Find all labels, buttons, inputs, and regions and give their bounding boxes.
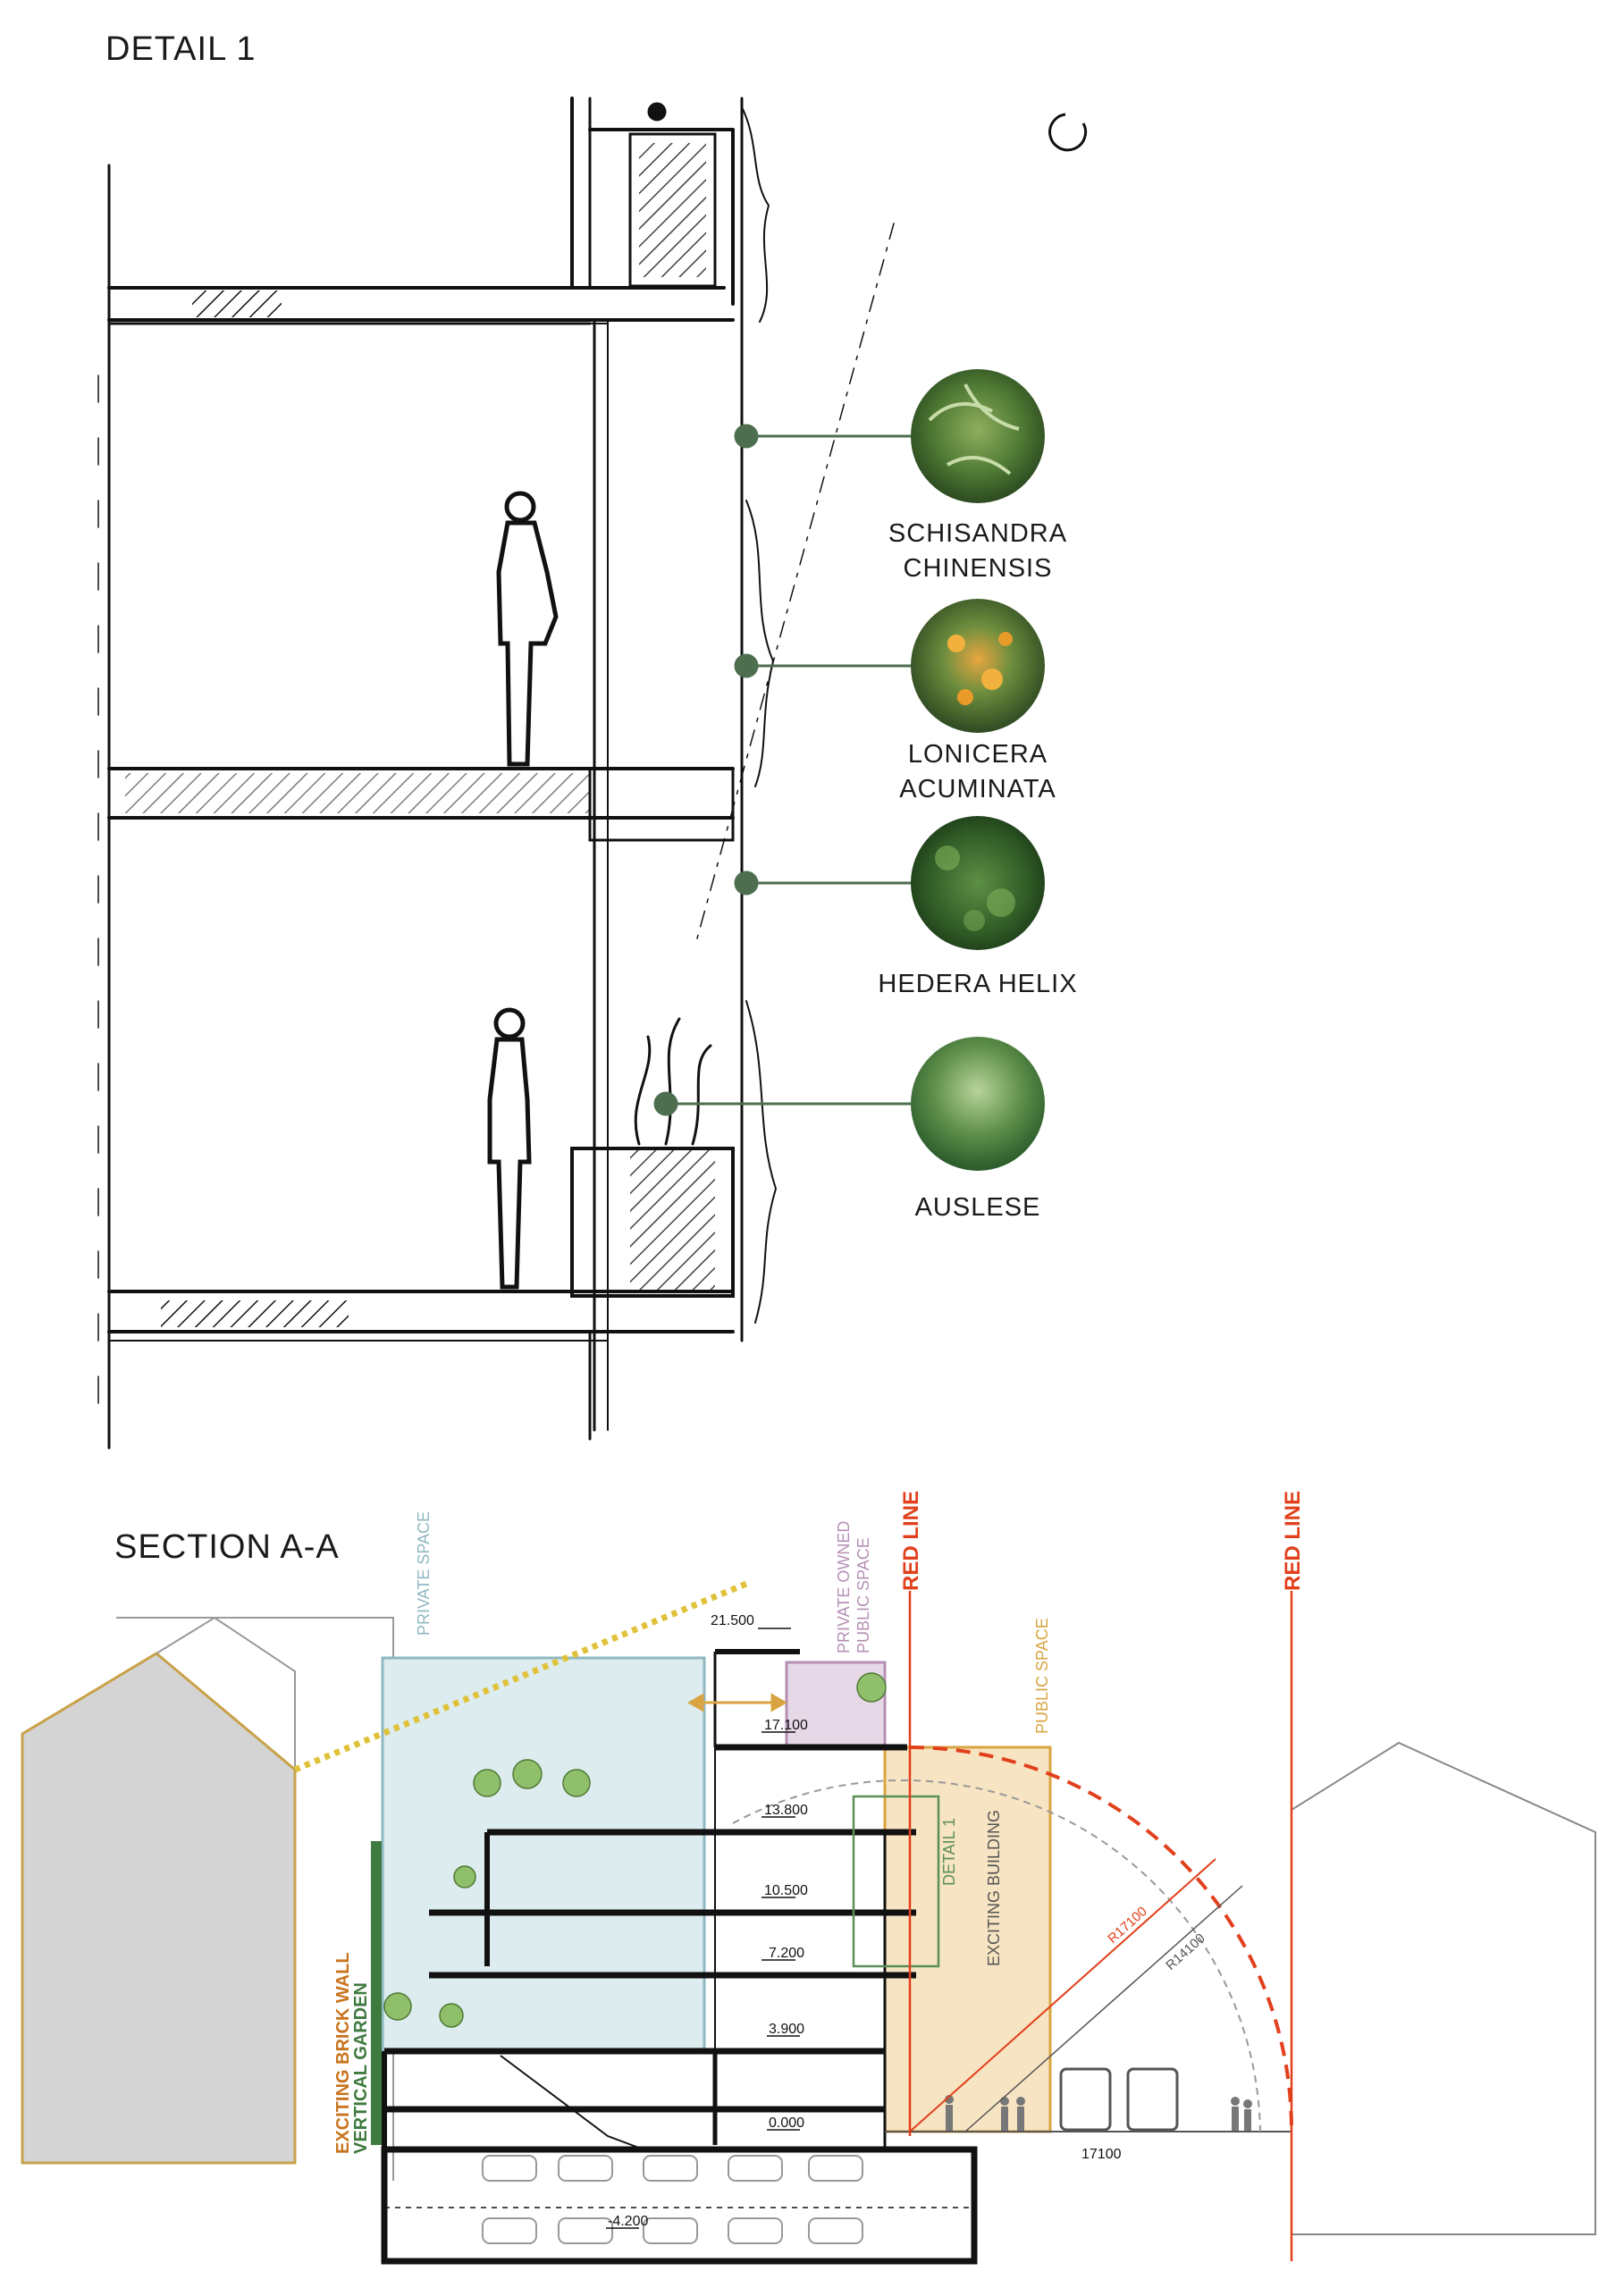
- zone-label-popos-line2: PUBLIC SPACE: [854, 1537, 872, 1653]
- street-buses: [1059, 2067, 1179, 2132]
- detail-1-frame: [852, 1795, 940, 1968]
- zone-label-popos-line1: PRIVATE OWNED: [835, 1521, 853, 1653]
- person-figure-lower: [487, 1007, 532, 1290]
- public-space-zone: [883, 1745, 1052, 2133]
- basement-cars: [482, 2155, 863, 2244]
- detail-title: DETAIL 1: [105, 30, 257, 68]
- radius-arc-inner: [732, 1779, 1261, 2132]
- radius-line-outer: [909, 1858, 1216, 2132]
- plant-name-line1: AUSLESE: [914, 1193, 1041, 1222]
- street-people: [945, 2095, 1252, 2132]
- building-structure: [381, 1649, 978, 2265]
- private-space-zone: [381, 1656, 706, 2053]
- plant-label-schisandra: SCHISANDRA CHINENSIS: [862, 517, 1094, 586]
- rotation-marker-icon: [1048, 113, 1088, 152]
- sun-angle-line: [293, 1578, 753, 1773]
- detail-section-drawing: [97, 97, 895, 1450]
- zone-label-private: PRIVATE SPACE: [415, 1511, 433, 1636]
- red-line-label-right: RED LINE: [1281, 1491, 1305, 1591]
- section-title: SECTION A-A: [114, 1528, 340, 1566]
- radius-line-inner: [964, 1885, 1243, 2132]
- plant-image-auslese: [911, 1037, 1045, 1171]
- plant-callouts: [653, 424, 912, 1116]
- plant-image-hedera: [911, 816, 1045, 950]
- person-figure-upper: [496, 491, 559, 767]
- plant-label-lonicera: LONICERA ACUMINATA: [862, 737, 1094, 807]
- vertical-garden-wall: [371, 1841, 382, 2145]
- wall-label-brick: EXCITING BRICK WALL: [333, 1952, 353, 2154]
- red-line-label-left: RED LINE: [899, 1491, 923, 1591]
- plant-image-schisandra: [911, 369, 1045, 503]
- plant-name-line2: CHINENSIS: [903, 554, 1053, 583]
- plant-name-line1: HEDERA HELIX: [878, 970, 1078, 998]
- radius-label-outer: R17100: [1105, 1904, 1149, 1947]
- level-label-7200: 7.200: [769, 1946, 804, 1961]
- level-label-0000: 0.000: [769, 2116, 804, 2131]
- terrace-trees: [383, 1672, 887, 2028]
- plant-name-line2: ACUMINATA: [899, 775, 1056, 803]
- wall-label-garden: VERTICAL GARDEN: [351, 1982, 371, 2154]
- popos-arrow: [686, 1693, 788, 1712]
- plant-label-hedera: HEDERA HELIX: [862, 967, 1094, 1002]
- level-label-3900: 3.900: [769, 2022, 804, 2037]
- level-ticks: [606, 1628, 800, 2229]
- zone-label-detail: DETAIL 1: [940, 1818, 958, 1886]
- level-label-minus4200: -4.200: [608, 2214, 648, 2229]
- street-width-label: 17100: [1081, 2147, 1122, 2162]
- plant-image-lonicera: [911, 599, 1045, 733]
- radius-arc-outer: [909, 1745, 1294, 2132]
- level-label-21500: 21.500: [711, 1613, 754, 1628]
- plant-name-line1: LONICERA: [907, 740, 1048, 769]
- radius-label-inner: R14100: [1163, 1930, 1207, 1973]
- level-label-13800: 13.800: [764, 1803, 808, 1818]
- zone-label-existing-building: EXCITING BUILDING: [985, 1810, 1003, 1966]
- level-label-17100: 17.100: [764, 1718, 808, 1733]
- neighbour-building-right: [1291, 1741, 1596, 2235]
- level-label-10500: 10.500: [764, 1883, 808, 1898]
- plant-name-line1: SCHISANDRA: [888, 519, 1068, 548]
- plant-label-auslese: AUSLESE: [862, 1190, 1094, 1225]
- zone-label-public: PUBLIC SPACE: [1033, 1618, 1051, 1734]
